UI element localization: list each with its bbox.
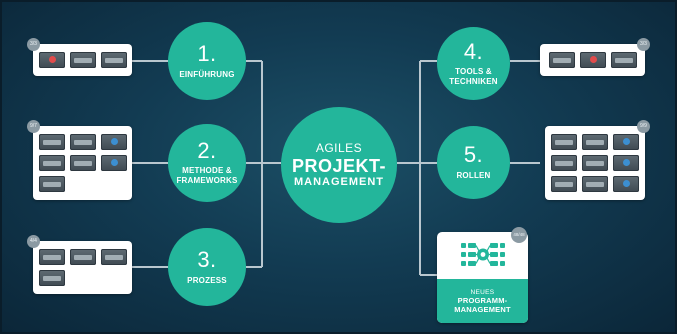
lesson-thumbnail[interactable] (551, 176, 577, 192)
module-5-thumbnails-panel[interactable]: 9/9 (545, 120, 650, 200)
lesson-thumbnail[interactable] (39, 155, 65, 171)
module-2-label-line1: METHODE & (182, 166, 232, 175)
lesson-thumbnail[interactable] (39, 270, 65, 286)
module-1-number: 1. (197, 40, 217, 66)
lesson-thumbnail[interactable] (70, 155, 96, 171)
module-1-progress-badge: 3/3 (27, 38, 40, 51)
module-3-number: 3. (197, 246, 217, 272)
new-program-management-card[interactable]: 48/48 NEUES PROGRAMM- (437, 227, 528, 323)
module-4-circle[interactable]: 4. TOOLS & TECHNIKEN (437, 27, 510, 100)
module-5-progress-badge: 9/9 (637, 120, 650, 133)
lesson-thumbnail[interactable] (39, 52, 65, 68)
new-module-line1: NEUES (470, 288, 495, 296)
module-4-thumbnails-panel[interactable]: 3/3 (540, 38, 650, 76)
lesson-thumbnail[interactable] (39, 249, 65, 265)
lesson-thumbnail[interactable] (551, 155, 577, 171)
lesson-thumbnail[interactable] (551, 134, 577, 150)
module-2-circle[interactable]: 2. METHODE & FRAMEWORKS (168, 124, 246, 202)
module-4-progress-badge: 3/3 (637, 38, 650, 51)
module-1-label: EINFÜHRUNG (179, 69, 235, 79)
module-2-thumbnails-panel[interactable]: 9/7 (27, 120, 132, 200)
lesson-thumbnail[interactable] (611, 52, 637, 68)
module-1-thumbnails-panel[interactable]: 3/3 (27, 38, 132, 76)
lesson-thumbnail[interactable] (549, 52, 575, 68)
module-4-number: 4. (463, 38, 484, 64)
program-network-icon (461, 243, 505, 266)
center-title-line1: AGILES (315, 141, 363, 155)
new-module-line3: MANAGEMENT (454, 304, 511, 314)
lesson-thumbnail[interactable] (70, 249, 96, 265)
new-module-line2: PROGRAMM- (457, 295, 508, 305)
lesson-thumbnail[interactable] (101, 155, 127, 171)
module-2-label-line2: FRAMEWORKS (176, 176, 238, 185)
module-3-thumbnails-panel[interactable]: 4/4 (27, 235, 132, 294)
module-5-label: ROLLEN (456, 171, 491, 180)
module-3-label: PROZESS (187, 275, 227, 285)
module-1-circle[interactable]: 1. EINFÜHRUNG (168, 22, 246, 100)
module-4-label-line1: TOOLS & (455, 66, 492, 76)
lesson-thumbnail[interactable] (39, 176, 65, 192)
lesson-thumbnail[interactable] (101, 52, 127, 68)
module-3-progress-badge: 4/4 (27, 235, 40, 248)
lesson-thumbnail[interactable] (580, 52, 606, 68)
lesson-thumbnail[interactable] (613, 176, 639, 192)
center-title-line3: MANAGEMENT (293, 176, 385, 188)
module-2-progress-badge: 9/7 (27, 120, 40, 133)
lesson-thumbnail[interactable] (39, 134, 65, 150)
lesson-thumbnail[interactable] (70, 134, 96, 150)
module-4-label-line2: TECHNIKEN (449, 76, 498, 86)
new-module-label-band: NEUES PROGRAMM- MANAGEMENT (437, 279, 528, 323)
lesson-thumbnail[interactable] (70, 52, 96, 68)
lesson-thumbnail[interactable] (582, 176, 608, 192)
lesson-thumbnail[interactable] (101, 249, 127, 265)
module-5-number: 5. (463, 142, 484, 167)
module-2-number: 2. (197, 138, 217, 163)
lesson-thumbnail[interactable] (613, 155, 639, 171)
lesson-thumbnail[interactable] (582, 134, 608, 150)
lesson-thumbnail[interactable] (613, 134, 639, 150)
lesson-thumbnail[interactable] (101, 134, 127, 150)
center-title-line2: PROJEKT- (291, 156, 387, 176)
new-module-progress-badge: 48/48 (511, 227, 527, 243)
center-topic-circle[interactable]: AGILES PROJEKT- MANAGEMENT (281, 107, 397, 223)
module-5-circle[interactable]: 5. ROLLEN (437, 126, 510, 199)
module-3-circle[interactable]: 3. PROZESS (168, 228, 246, 306)
lesson-thumbnail[interactable] (582, 155, 608, 171)
